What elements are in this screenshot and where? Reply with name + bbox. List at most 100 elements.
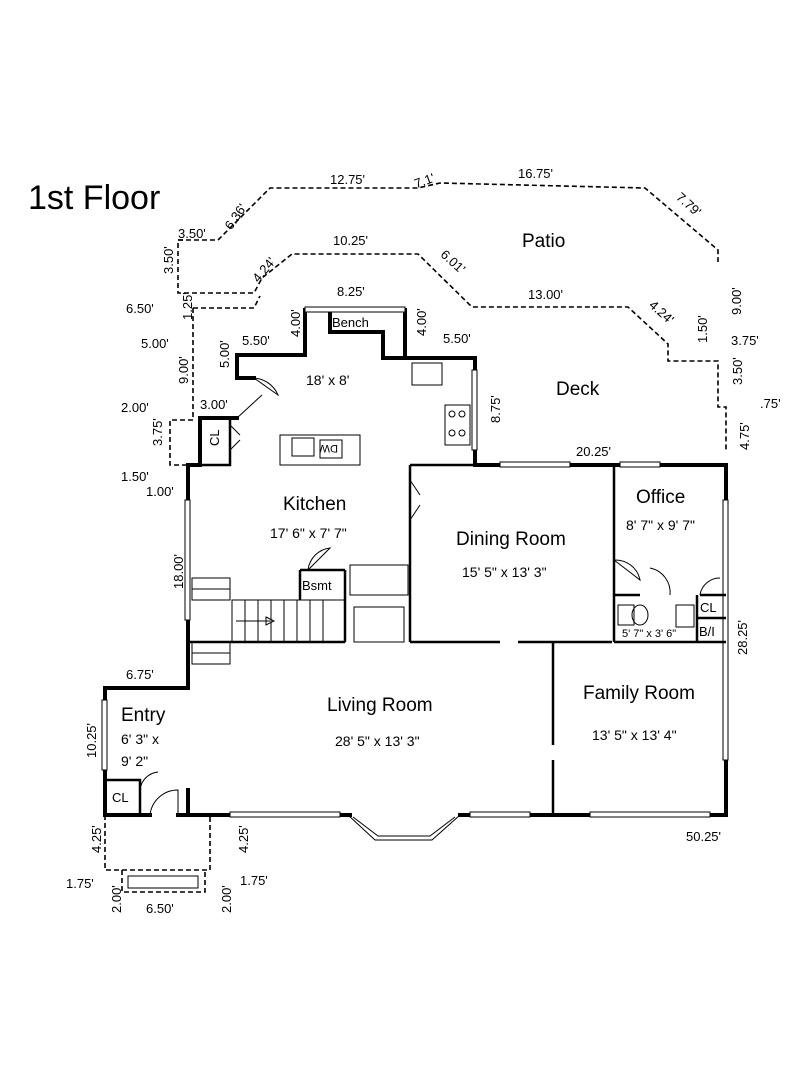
dim-label: 4.25' [89, 825, 104, 853]
dim-label: 3.00' [200, 397, 228, 412]
dim-label: 5.00' [217, 340, 232, 368]
dim-label: 4.00' [288, 309, 303, 337]
dim-label: 9.00' [729, 287, 744, 315]
kitchen-island [279, 434, 361, 466]
dim-label: 50.25' [686, 829, 721, 844]
dim-label: 3.50' [178, 226, 206, 241]
bsmt-label: Bsmt [302, 578, 332, 593]
step [127, 875, 199, 889]
dim-label: 16.75' [518, 166, 553, 181]
stair-treads [236, 600, 324, 642]
room-label-kitchen: Kitchen [283, 494, 346, 515]
dim-label: 5.00' [141, 336, 169, 351]
closet-label-office: CL [700, 600, 717, 615]
window [184, 499, 191, 621]
room-label-deck: Deck [556, 379, 600, 400]
door-swing [149, 789, 179, 816]
dim-label: 6.01' [438, 247, 469, 277]
window [304, 306, 406, 313]
dim-label: 3.75' [731, 333, 759, 348]
bay-window [347, 814, 461, 841]
dim-label: 9.00' [176, 356, 191, 384]
dim-label: 7.1' [412, 170, 436, 191]
dim-label: 4.24' [646, 297, 677, 327]
half-bath-size: 5' 7" x 3' 6" [622, 628, 676, 640]
exterior-wall-upper [235, 353, 256, 380]
stairs [231, 599, 346, 643]
nook-size: 18' x 8' [306, 372, 349, 388]
office-size: 8' 7" x 9' 7" [626, 517, 695, 533]
room-label-living: Living Room [327, 695, 433, 716]
patio-outline [177, 239, 727, 452]
dim-label: 2.00' [219, 885, 234, 913]
dim-label: 5.50' [443, 331, 471, 346]
dim-label: 6.50' [126, 301, 154, 316]
dim-label: 3.75' [150, 418, 165, 446]
room-label-family: Family Room [583, 683, 695, 704]
door-leaf [236, 394, 263, 419]
toilet-icon [617, 604, 635, 626]
bench-label: Bench [332, 315, 369, 330]
dim-label: 3.50' [161, 246, 176, 274]
dining-size: 15' 5" x 13' 3" [462, 564, 547, 580]
room-label-patio: Patio [522, 231, 565, 252]
door-swing [307, 547, 332, 571]
sink-icon [411, 362, 443, 386]
bi-label: B/I [699, 624, 715, 639]
dw-label: DW [319, 442, 338, 454]
door-swing [649, 567, 671, 596]
exterior-wall-nook [235, 308, 407, 360]
bifold-door [409, 479, 421, 521]
window [589, 811, 711, 818]
vanity-icon [675, 604, 695, 628]
closet-label-entry: CL [112, 790, 129, 805]
window [101, 699, 108, 771]
bay-window-inner [352, 816, 456, 837]
family-size: 13' 5" x 13' 4" [592, 727, 677, 743]
dim-label: 8.75' [488, 395, 503, 423]
dim-label: 6.50' [146, 901, 174, 916]
dim-label: 1.50' [121, 469, 149, 484]
dim-label: 13.00' [528, 287, 563, 302]
room-label-dining: Dining Room [456, 529, 566, 550]
room-label-entry: Entry [121, 705, 166, 726]
window [722, 499, 729, 761]
burner-icon [458, 410, 466, 418]
closet-label-kitchen: CL [207, 429, 222, 446]
dim-label: 1.25' [180, 292, 195, 320]
burner-icon [458, 429, 466, 437]
door-swing [139, 771, 159, 791]
window [619, 461, 661, 468]
dim-label: 2.00' [109, 885, 124, 913]
exterior-steps [191, 577, 231, 665]
dim-label: 4.25' [236, 825, 251, 853]
dim-label: 8.25' [337, 284, 365, 299]
dim-label: 10.25' [84, 723, 99, 758]
closet-door [229, 424, 241, 451]
window [471, 369, 478, 451]
dim-label: 1.75' [240, 873, 268, 888]
entry-size-line1: 6' 3" x [121, 731, 159, 747]
dim-label: 20.25' [576, 444, 611, 459]
front-step [121, 870, 206, 893]
dim-label: 3.50' [730, 357, 745, 385]
window [229, 811, 341, 818]
sliding-door [499, 461, 571, 468]
sink-icon [291, 437, 315, 457]
dim-label: 4.24' [249, 254, 278, 285]
burner-icon [448, 429, 456, 437]
patio-outer-outline [178, 182, 719, 262]
dim-label: 1.00' [146, 484, 174, 499]
dim-label: 5.50' [242, 333, 270, 348]
door-swing [253, 377, 280, 397]
floor-title: 1st Floor [28, 179, 160, 217]
door-swing [613, 559, 641, 582]
dim-label: 7.79' [673, 189, 704, 219]
counter [349, 564, 409, 596]
deck-left-outline [193, 295, 261, 309]
window [469, 811, 531, 818]
dim-label: 4.75' [737, 422, 752, 450]
door-swing [699, 577, 721, 596]
kitchen-size: 17' 6" x 7' 7" [270, 525, 347, 541]
